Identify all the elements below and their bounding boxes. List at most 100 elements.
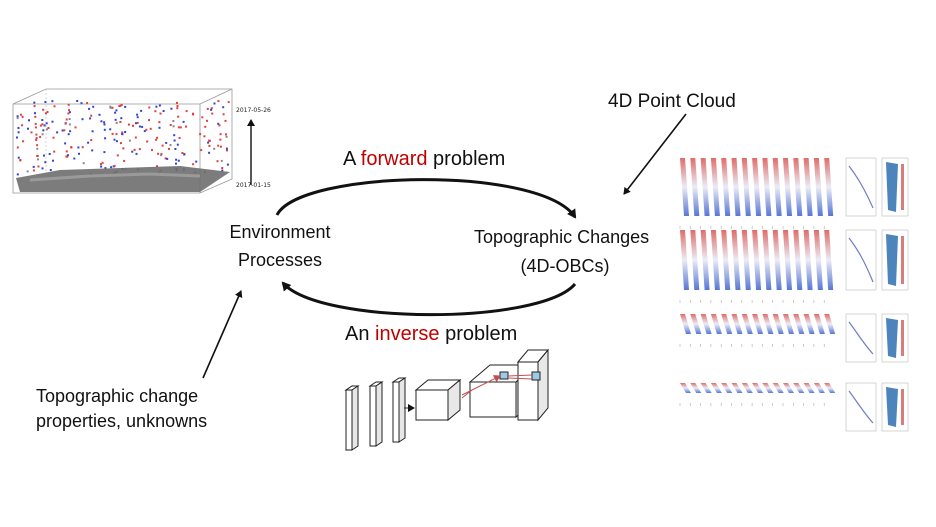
cloud-point bbox=[64, 122, 67, 125]
series-strip bbox=[762, 383, 774, 393]
series-strip bbox=[721, 314, 733, 334]
cloud-point bbox=[34, 122, 37, 125]
cloud-point bbox=[141, 125, 144, 128]
cloud-point bbox=[136, 121, 139, 124]
cloud-point bbox=[32, 165, 35, 168]
cloud-point bbox=[81, 146, 84, 149]
cloud-point bbox=[217, 100, 220, 103]
cloud-point bbox=[80, 102, 83, 105]
cloud-point bbox=[176, 105, 179, 107]
cloud-point bbox=[217, 144, 220, 147]
cloud-point bbox=[157, 152, 160, 155]
cloud-point bbox=[162, 110, 165, 112]
cloud-point bbox=[45, 122, 48, 125]
cloud-point bbox=[103, 123, 106, 126]
cloud-point bbox=[177, 126, 180, 129]
cloud-point bbox=[199, 133, 202, 136]
cloud-point bbox=[101, 161, 104, 164]
inverse-problem-label: An inverse problem bbox=[345, 322, 517, 346]
cloud-point bbox=[192, 113, 194, 116]
series-strip bbox=[721, 383, 733, 393]
series-strip bbox=[824, 230, 834, 290]
cloud-point bbox=[203, 135, 206, 138]
cloud-point bbox=[158, 121, 161, 124]
forward-keyword: forward bbox=[360, 148, 428, 170]
cloud-point bbox=[218, 124, 221, 127]
cloud-point bbox=[33, 101, 36, 104]
profile-curve bbox=[848, 165, 874, 209]
cloud-point bbox=[225, 135, 228, 138]
cloud-point bbox=[16, 115, 19, 118]
cloud-point bbox=[204, 125, 207, 128]
cloud-point bbox=[41, 167, 44, 170]
cloud-point bbox=[52, 136, 55, 139]
cloud-point bbox=[164, 157, 167, 160]
cloud-point bbox=[63, 129, 66, 132]
series-strip bbox=[731, 314, 743, 334]
cloud-point bbox=[110, 166, 113, 169]
cloud-point bbox=[69, 130, 72, 133]
cloud-point bbox=[104, 167, 107, 170]
cloud-point bbox=[78, 152, 80, 155]
forward-problem-label: A forward problem bbox=[343, 147, 505, 171]
cloud-point bbox=[122, 147, 125, 150]
series-strip bbox=[710, 314, 722, 334]
series-strip bbox=[803, 230, 813, 290]
series-strip bbox=[813, 230, 823, 290]
series-strip bbox=[710, 230, 720, 290]
series-strip bbox=[793, 314, 805, 334]
cloud-point bbox=[17, 127, 20, 129]
point-cloud-pointer-arrow bbox=[623, 113, 687, 195]
cloud-point bbox=[21, 115, 24, 118]
cloud-point bbox=[68, 109, 70, 112]
cloud-point bbox=[53, 105, 56, 108]
cloud-point bbox=[33, 105, 36, 108]
series-strip bbox=[813, 158, 823, 216]
profile-curve bbox=[848, 321, 874, 355]
map-colorbar bbox=[901, 389, 904, 425]
cloud-point bbox=[160, 153, 163, 155]
cloud-point bbox=[221, 167, 224, 169]
timeline-end-date: 2017-05-26 bbox=[236, 107, 271, 114]
cloud-point bbox=[219, 133, 222, 136]
cloud-point bbox=[44, 161, 47, 164]
series-strip bbox=[700, 230, 710, 290]
series-strip bbox=[731, 383, 743, 393]
cloud-point bbox=[213, 147, 216, 150]
cloud-point bbox=[120, 103, 123, 106]
cloud-point bbox=[114, 111, 117, 114]
cloud-point bbox=[21, 124, 24, 127]
cloud-point bbox=[67, 133, 70, 136]
cloud-point bbox=[222, 106, 225, 109]
obc-label: (4D-OBCs) bbox=[520, 256, 610, 276]
cloud-point bbox=[177, 115, 180, 118]
cloud-point bbox=[207, 141, 210, 144]
cloud-point bbox=[34, 126, 37, 129]
cloud-point bbox=[211, 112, 214, 115]
processes-label: Processes bbox=[237, 250, 323, 270]
cloud-point bbox=[118, 105, 121, 107]
cloud-point bbox=[17, 156, 20, 159]
cloud-point bbox=[208, 151, 211, 154]
map-shape bbox=[886, 387, 898, 427]
cloud-point bbox=[149, 127, 152, 130]
cloud-point bbox=[56, 131, 59, 134]
cloud-point bbox=[181, 152, 184, 154]
cloud-point bbox=[136, 116, 139, 119]
cloud-point bbox=[46, 128, 48, 131]
cloud-point bbox=[70, 146, 73, 149]
cloud-point bbox=[168, 147, 170, 150]
cloud-point bbox=[86, 102, 89, 105]
cloud-point bbox=[195, 160, 198, 163]
cloud-point bbox=[26, 170, 29, 173]
cloud-point bbox=[46, 111, 49, 113]
cloud-point bbox=[51, 120, 54, 123]
cloud-point bbox=[36, 147, 39, 150]
cloud-point bbox=[115, 109, 118, 112]
series-strip bbox=[783, 158, 792, 216]
cloud-point bbox=[17, 131, 20, 134]
cloud-point bbox=[176, 107, 179, 110]
point-cloud-3d-icon bbox=[0, 88, 236, 203]
forward-post: problem bbox=[427, 148, 506, 170]
